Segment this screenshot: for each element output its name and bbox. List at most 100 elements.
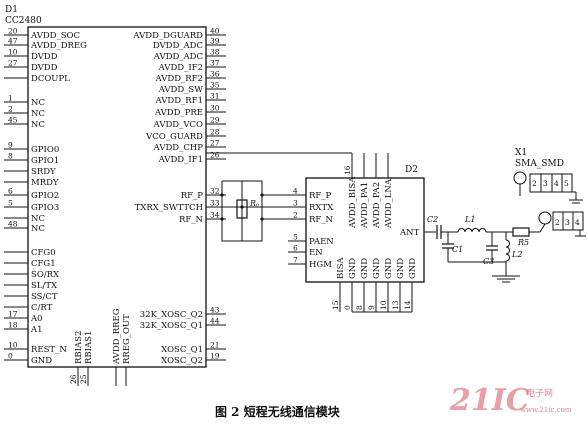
u2-left-pin-name: EN — [309, 248, 323, 258]
u1-right-pin-name: AVDD_CHP — [153, 143, 204, 153]
u1-left-pin-num: 20 — [8, 27, 18, 36]
u1-body — [27, 26, 207, 368]
u1-left-pin-name: SRDY — [31, 167, 56, 177]
u1-left-pin-num: 2 — [8, 105, 13, 114]
u2-ref: D2 — [405, 165, 418, 175]
u1-left-pin-name: A1 — [30, 325, 43, 335]
conn2-pin-4: 4 — [575, 218, 580, 227]
u1-right-pin-name: TXRX_SWTTCH — [135, 203, 203, 213]
u2-bottom-pin-num: 0 — [343, 305, 352, 310]
u2-top-pin-name: AVDD_BISA — [348, 176, 358, 229]
u1-right-pin-num: 40 — [210, 27, 220, 36]
u2-left-pin-name: RXTX — [309, 203, 334, 213]
u2-left-pin-num: 3 — [293, 199, 298, 208]
u1-part: CC2480 — [5, 16, 42, 26]
u1-right-pin-num: 36 — [210, 70, 220, 79]
u2-bottom-pin-num: 8 — [355, 305, 364, 310]
u1-left-pin-num: 17 — [8, 310, 18, 319]
u1-left-pin-name: GPIO0 — [31, 145, 59, 155]
u2-bottom-pin-name: GND — [360, 258, 370, 279]
u1-left-pin-name: CFG1 — [31, 259, 56, 269]
u1-left-pin-name: MRDY — [31, 178, 59, 188]
u1-right-pin-name: VCO_GUARD — [145, 132, 203, 142]
u1-right-pin-name: AVDD_SW — [158, 85, 204, 95]
u2-bottom-pin-num: 15 — [331, 300, 340, 310]
u1-left-pin-num: 6 — [8, 187, 13, 196]
watermark-small: 电子网 — [526, 387, 553, 399]
u2-bottom-pin-name: GND — [372, 258, 382, 279]
u2-left-pin-name: HGM — [309, 260, 332, 270]
u1-right-pin-name: XOSC_Q2 — [161, 356, 203, 366]
u1-right-pin-name: RF_N — [179, 215, 204, 225]
u1-right-pin-num: 30 — [210, 104, 220, 113]
u1-right-pin-num: 44 — [210, 317, 220, 326]
u1-left-pin-name: GPIO2 — [31, 191, 59, 201]
watermark-logo: 21IC 电子网 www.21ic.com — [449, 383, 572, 418]
u2-left-pin-num: 6 — [293, 244, 298, 253]
u1-left-pin-name: SO/RX — [31, 270, 60, 280]
u2-top-pin-num: 16 — [343, 165, 352, 175]
conn1-pin-4: 4 — [554, 179, 559, 188]
u1-right-pin-name: AVDD_IF1 — [158, 155, 203, 165]
u1-bottom-pin-name: RREG_OUT — [122, 314, 132, 364]
r5-label: R5 — [517, 238, 529, 247]
u1-left-pin-name: C/RT — [31, 303, 53, 313]
resistor-r5 — [512, 227, 530, 237]
u1-left-pin-name: A0 — [30, 314, 43, 324]
u1-left-pin-name: REST_N — [31, 345, 67, 355]
u1-right-pin-num: 21 — [210, 341, 220, 350]
u1-left-pin-name: DVDD — [31, 63, 58, 73]
watermark-url: www.21ic.com — [520, 406, 572, 414]
u1-left-pin-name: NC — [31, 120, 45, 130]
u1-bottom-pin-name: AVDD_RREG — [112, 308, 122, 365]
u2-bottom-pin-num: 14 — [403, 300, 412, 310]
u1-bottom-pin-name: RBIAS2 — [74, 331, 84, 364]
c1-label: C1 — [452, 245, 463, 254]
u1-right-pin-num: 19 — [210, 352, 220, 361]
u2-bottom-pin-name: GND — [396, 258, 406, 279]
u1-left-pin-num: 5 — [8, 199, 13, 208]
connector-ref: X1 — [515, 148, 527, 158]
figure-caption: 图 2 短程无线通信模块 — [215, 404, 341, 419]
connector-x1: X1 SMA_SMD 2 3 4 5 2 3 4 — [513, 148, 586, 237]
u1-bottom-pin-num: 25 — [79, 374, 88, 384]
u1-left-pin-name: DVDD — [31, 52, 58, 62]
u1-left-pin-num: 8 — [8, 152, 13, 161]
u1-left-pin-num: 10 — [8, 48, 18, 57]
u1-right-pin-name: AVDD_VCO — [153, 120, 203, 130]
u2-left-pin-num: 2 — [293, 211, 298, 220]
u1-left-pin-num: 1 — [8, 94, 13, 103]
u2-left-pin-name: RF_P — [309, 191, 332, 201]
u1-left-pin-name: GPIO1 — [31, 156, 59, 166]
u1-left-pin-name: DCOUPL — [31, 74, 70, 84]
rf-output-network: C2 L1 C1 C3 L2 R5 — [427, 215, 540, 283]
u1-right-pin-num: 34 — [210, 211, 220, 220]
u1-right-pin-num: 38 — [210, 48, 220, 57]
conn2-pin-3: 3 — [565, 218, 570, 227]
u1-left-pin-num: 27 — [8, 59, 18, 68]
u1-bottom-pin-num: 26 — [69, 374, 78, 384]
u2-top-pin-name: AVDD_PA2 — [372, 182, 382, 229]
conn2-pin-2: 2 — [555, 218, 560, 227]
conn1-pin-5: 5 — [564, 179, 569, 188]
u1-right-pin-name: XOSC_Q1 — [161, 345, 203, 355]
u2-left-pin-name: RF_N — [309, 215, 334, 225]
u1-left-pin-name: GND — [31, 356, 52, 366]
c2-label: C2 — [427, 215, 438, 224]
inductor-l1 — [457, 228, 487, 233]
u1-right-pin-num: 37 — [210, 59, 220, 68]
u2-bottom-pin-num: 13 — [391, 300, 400, 310]
u2-top-pin-name: AVDD_LNA — [384, 178, 394, 229]
u1-right-pin-num: 27 — [210, 139, 220, 148]
l1-label: L1 — [464, 215, 475, 224]
l2-label: L2 — [511, 250, 522, 259]
u2-bottom-pin-name: BISA — [336, 257, 346, 279]
u1-right-pin-name: AVDD_RF2 — [155, 74, 203, 84]
